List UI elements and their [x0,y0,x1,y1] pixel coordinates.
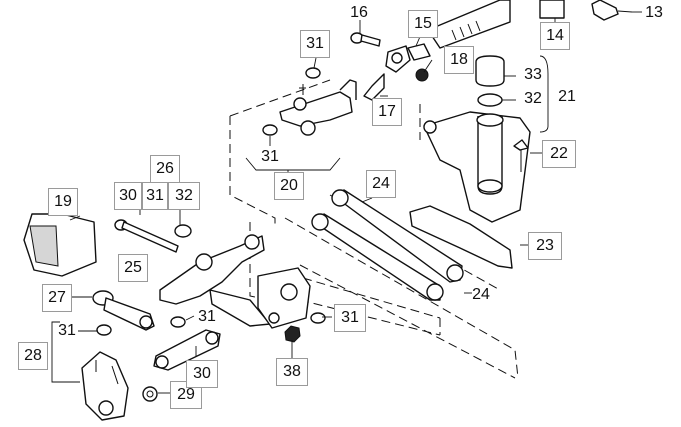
callout-30-bottom: 30 [186,360,218,388]
washer-31-mid [262,124,278,136]
callout-27: 27 [42,284,72,312]
callout-31-group: 31 [142,182,168,210]
callout-17: 17 [372,98,402,126]
bolt-13-part [591,0,633,21]
callout-31-lower-left: 31 [58,322,76,339]
callout-20: 20 [274,172,304,200]
callout-24-upper: 24 [366,170,396,198]
selector-lever-part [279,79,357,136]
callout-28: 28 [18,342,48,370]
bracket-part [423,55,531,223]
washer-32-left [174,224,192,238]
callout-16: 16 [350,4,368,21]
clamp-part [363,43,431,101]
callout-38: 38 [276,358,308,386]
washer-31-lower-b [310,312,326,324]
link-30-part [153,329,221,371]
callout-25: 25 [118,254,148,282]
callout-15: 15 [408,10,438,38]
shift-shaft-part [427,0,565,49]
callout-21: 21 [558,88,576,105]
callout-23: 23 [528,232,562,260]
callout-32-group: 32 [168,182,200,210]
shift-linkage-part [159,234,311,329]
cover-plate-part [409,205,513,269]
callout-13: 13 [645,4,663,21]
washer-31-lower-a [170,316,186,328]
bolt-25-part [114,219,179,253]
callout-26: 26 [150,155,180,183]
callout-31-top: 31 [300,30,330,58]
callout-32-top: 32 [524,90,542,107]
callout-31-lower-mid: 31 [198,308,216,325]
callout-33: 33 [524,66,542,83]
callout-19: 19 [48,188,78,216]
selector-rod-lower [311,213,444,301]
selector-rod-upper [331,189,464,283]
bracket-19-part [23,213,97,277]
callout-18: 18 [444,46,474,74]
callout-24-lower: 24 [472,286,490,303]
bolt-16-part [350,32,381,47]
nut-38-part [284,325,301,343]
callout-31-middle: 31 [261,148,279,165]
washer-31-lower-c [96,324,112,336]
lever-27-part [92,290,155,331]
bracket-28-part [81,351,129,421]
nut-29-part [142,386,158,402]
callout-22: 22 [542,140,576,168]
dashed-boundary [229,79,519,379]
callout-14: 14 [540,22,570,50]
callout-31-lower-right: 31 [334,304,366,332]
washer-31-top [305,67,321,79]
callout-30-top: 30 [114,182,142,210]
